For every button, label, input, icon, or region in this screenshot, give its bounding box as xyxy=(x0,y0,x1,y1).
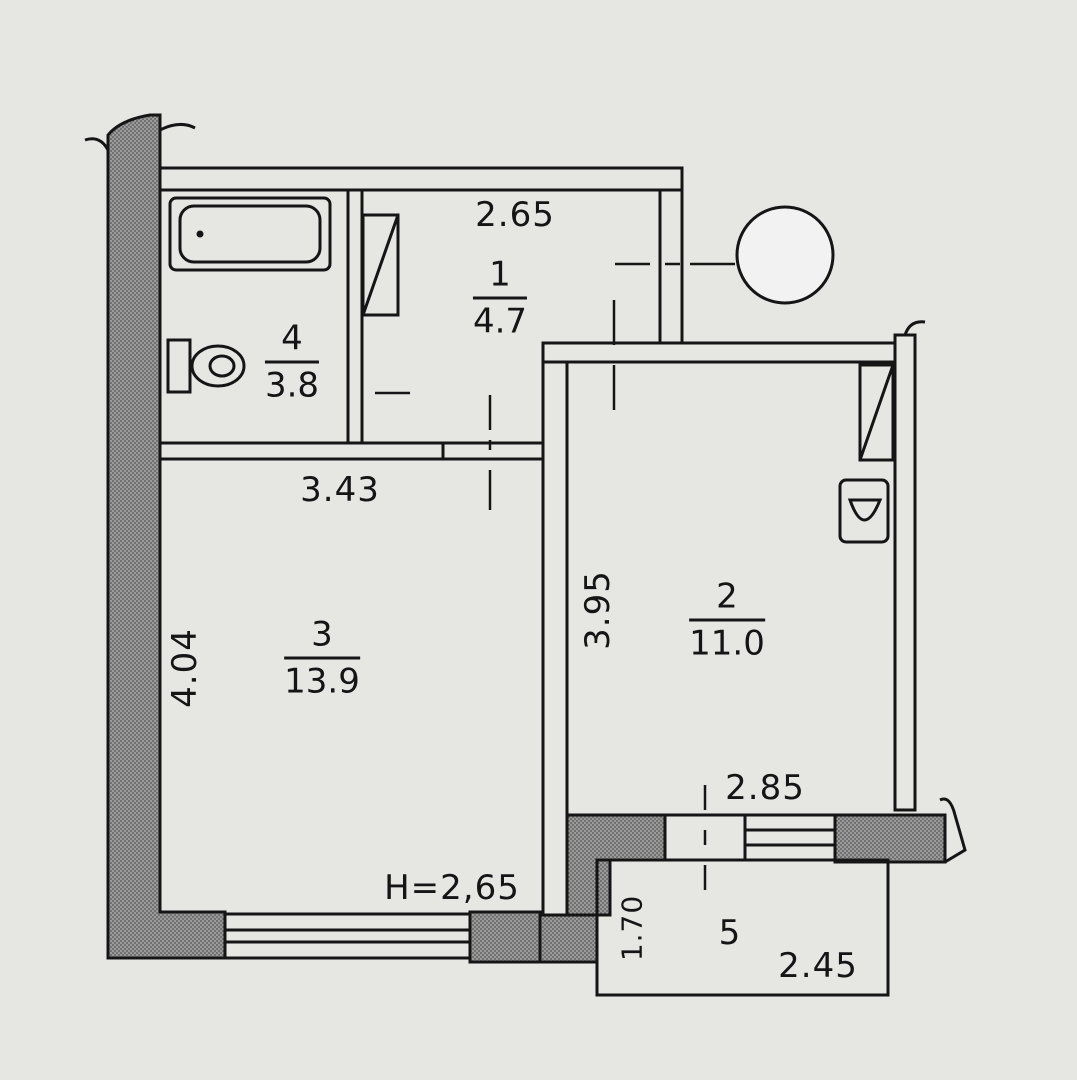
bathtub xyxy=(168,196,332,272)
room-5-label: 5 xyxy=(718,913,742,953)
toilet xyxy=(166,338,246,394)
dim-corridor-length: 2.65 xyxy=(475,195,555,235)
dim-balcony-width: 2.45 xyxy=(778,946,858,986)
window-room3 xyxy=(223,912,472,960)
dim-room3-depth: 4.04 xyxy=(165,628,205,708)
dim-room3-width: 3.43 xyxy=(300,470,380,510)
dim-room2-width: 2.85 xyxy=(725,768,805,808)
window-room2 xyxy=(663,813,837,862)
entrance-marker xyxy=(735,205,835,305)
exterior-wall-block xyxy=(468,910,542,964)
exterior-wall-left xyxy=(106,113,227,960)
dim-room2-depth: 3.95 xyxy=(578,570,618,650)
top-wall xyxy=(158,166,684,192)
sink xyxy=(838,478,890,544)
ceiling-height: H=2,65 xyxy=(384,868,520,908)
dim-balcony-depth: 1.70 xyxy=(615,894,649,962)
balcony xyxy=(595,858,890,997)
